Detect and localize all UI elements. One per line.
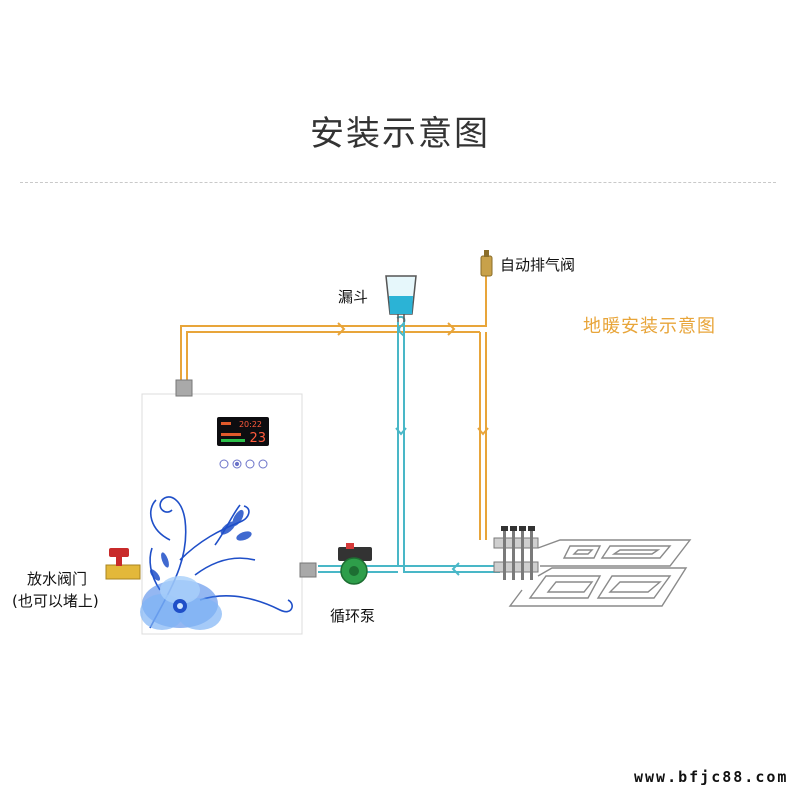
- page-title: 安装示意图: [310, 114, 490, 154]
- hot-supply-pipe: [180, 268, 487, 540]
- plus-button[interactable]: [245, 459, 255, 469]
- air-vent-icon: [480, 250, 493, 277]
- diagram-title: 地暖安装示意图: [583, 316, 716, 337]
- air-vent-label: 自动排气阀: [500, 256, 576, 274]
- title-divider: [20, 182, 776, 183]
- boiler-controls: [219, 459, 268, 469]
- funnel-icon: [385, 275, 417, 322]
- drain-valve-label: 放水阀门: [27, 570, 88, 588]
- display-time: 20:22: [239, 420, 262, 429]
- drain-valve-note: (也可以堵上): [12, 592, 99, 610]
- circulation-pump-icon: [338, 543, 372, 585]
- pump-label: 循环泵: [330, 607, 376, 625]
- return-flow-arrows: [395, 427, 460, 576]
- minus-button[interactable]: [258, 459, 268, 469]
- flower-decoration: [140, 496, 293, 630]
- return-pipe: [318, 316, 500, 573]
- floor-heating-coils: [508, 539, 692, 607]
- drain-valve-icon: [105, 548, 141, 580]
- menu-button[interactable]: [219, 459, 229, 469]
- manifold-icon: [493, 526, 539, 580]
- power-button[interactable]: [232, 459, 242, 469]
- watermark-text: www.bfjc88.com: [634, 768, 789, 786]
- hot-flow-arrows: [337, 322, 489, 436]
- display-temperature: 23: [249, 431, 266, 446]
- funnel-label: 漏斗: [338, 288, 369, 306]
- boiler-display: 20:22 23: [217, 417, 269, 446]
